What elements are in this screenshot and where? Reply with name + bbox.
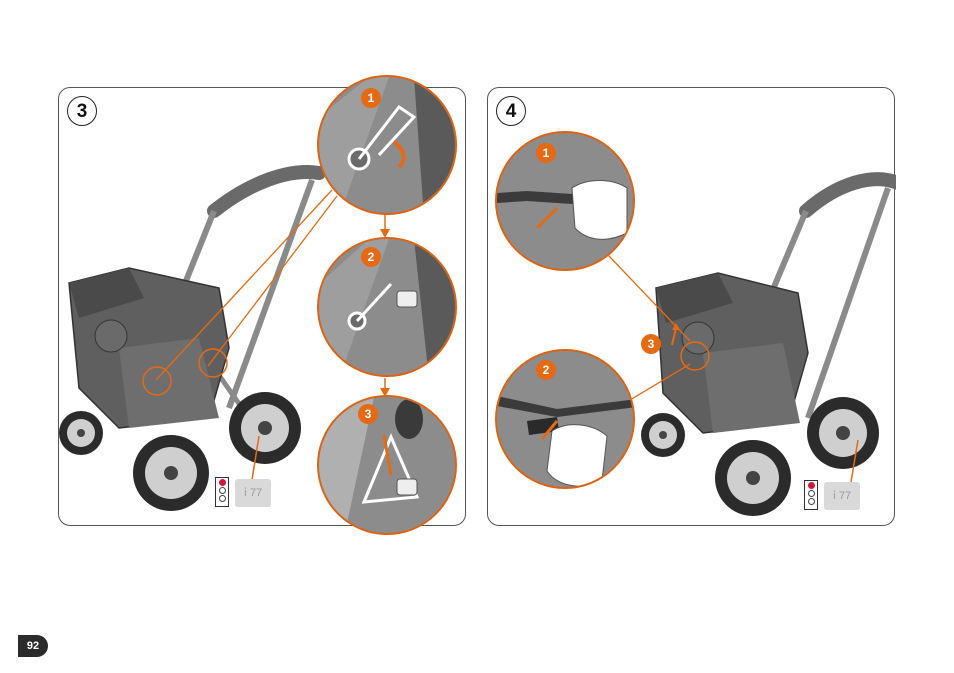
traffic-light-icon bbox=[804, 480, 818, 510]
reference-page: 77 bbox=[839, 490, 851, 502]
front-wheel bbox=[59, 411, 103, 455]
page-number: 92 bbox=[18, 635, 48, 657]
callout-badge: 3 bbox=[358, 404, 378, 424]
callout-badge: 2 bbox=[536, 360, 556, 380]
info-reference-icon: ⅰ 77 bbox=[235, 479, 271, 507]
rear-right-wheel bbox=[807, 397, 879, 469]
callout-badge: 1 bbox=[536, 143, 556, 163]
callout-badge: 1 bbox=[361, 88, 381, 108]
detail-circle-2 bbox=[317, 237, 457, 377]
rear-right-wheel bbox=[229, 392, 301, 464]
traffic-light-icon bbox=[215, 477, 229, 507]
info-reference-icon: ⅰ 77 bbox=[824, 482, 860, 510]
detail-circle-1 bbox=[495, 131, 635, 271]
reference-page: 77 bbox=[250, 487, 262, 499]
callout-badge: 3 bbox=[641, 334, 661, 354]
detail-circle-3 bbox=[317, 395, 457, 535]
detail-circle-2 bbox=[495, 349, 635, 489]
callout-badge: 2 bbox=[361, 247, 381, 267]
rear-left-wheel bbox=[133, 435, 209, 511]
detail-circle-1 bbox=[317, 75, 457, 215]
front-wheel bbox=[641, 413, 685, 457]
rear-left-wheel bbox=[715, 440, 791, 516]
